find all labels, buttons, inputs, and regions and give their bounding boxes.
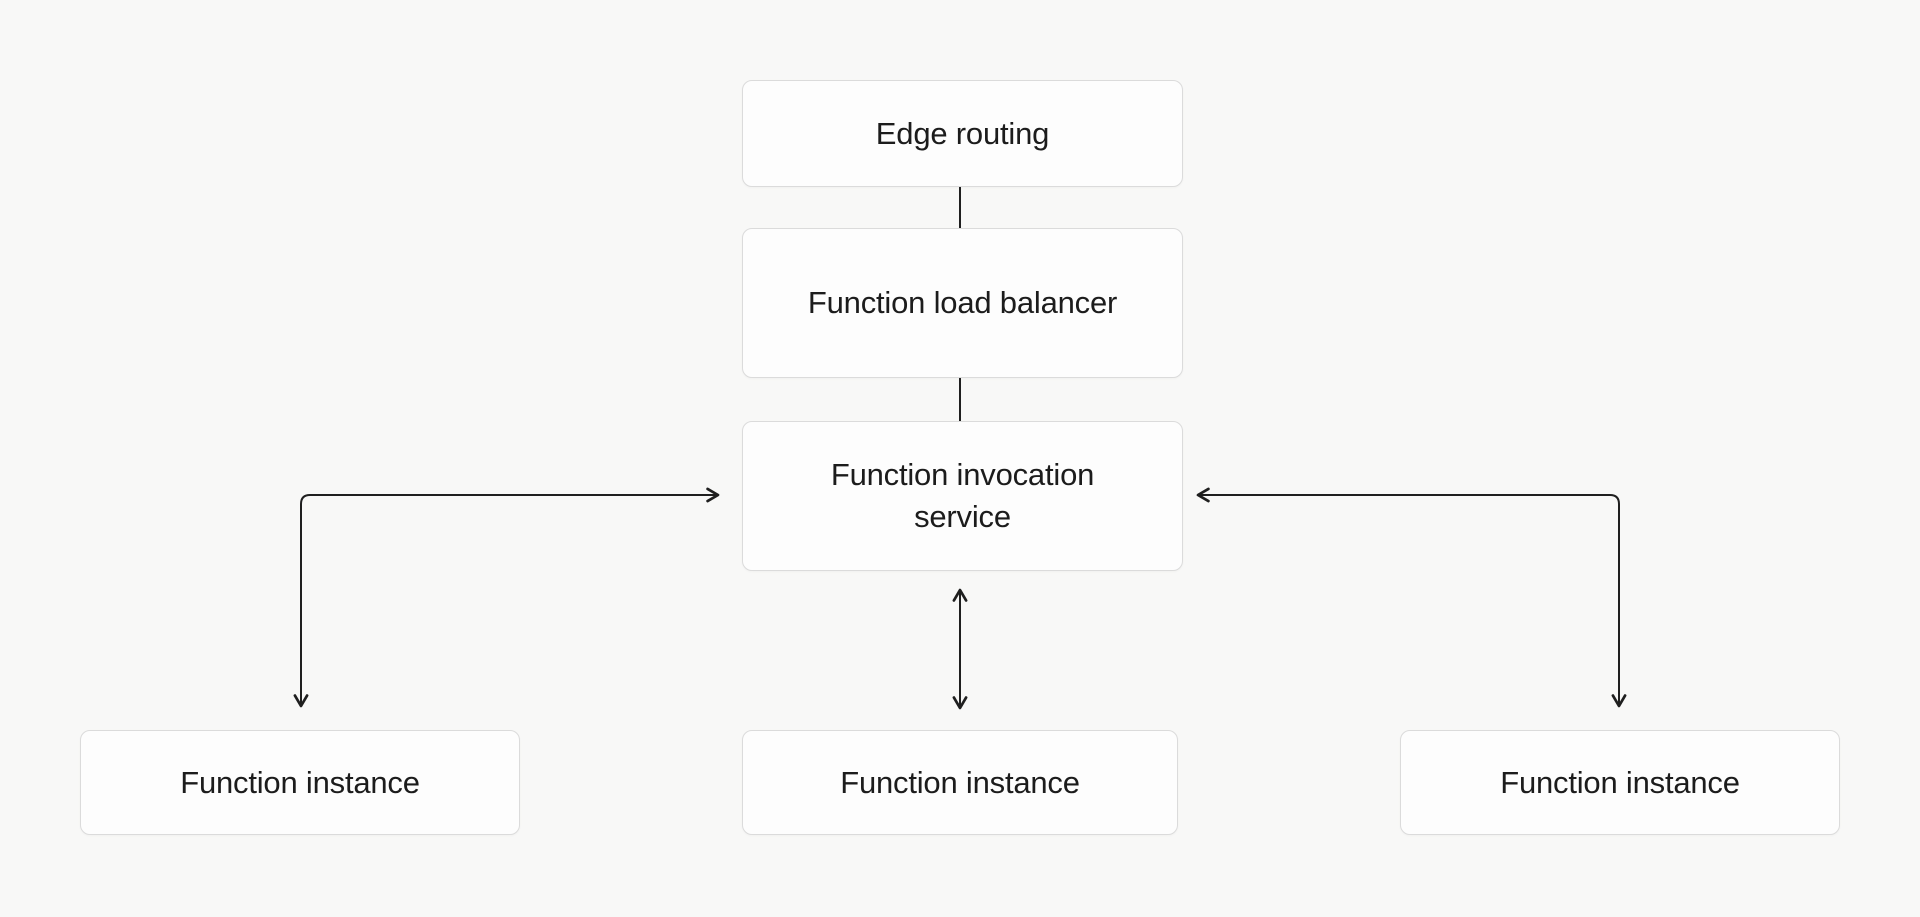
node-edge-routing-label: Edge routing [875,115,1050,151]
node-function-instance-left-label: Function instance [180,764,420,800]
node-function-load-balancer: Function load balancer [742,228,1183,378]
node-edge-routing: Edge routing [742,80,1183,187]
node-function-instance-middle-label: Function instance [840,764,1080,800]
node-function-instance-middle: Function instance [742,730,1178,835]
invocation-to-left-instance-elbow-arrow [293,487,720,708]
node-function-instance-right-label: Function instance [1500,764,1740,800]
node-function-invocation-service-label: Function invocation service [830,457,1095,534]
node-function-load-balancer-label: Function load balancer [807,285,1118,321]
invocation-to-right-instance-elbow-arrow [1196,487,1627,708]
node-function-instance-right: Function instance [1400,730,1840,835]
node-function-instance-left: Function instance [80,730,520,835]
node-function-invocation-service: Function invocation service [742,421,1183,571]
